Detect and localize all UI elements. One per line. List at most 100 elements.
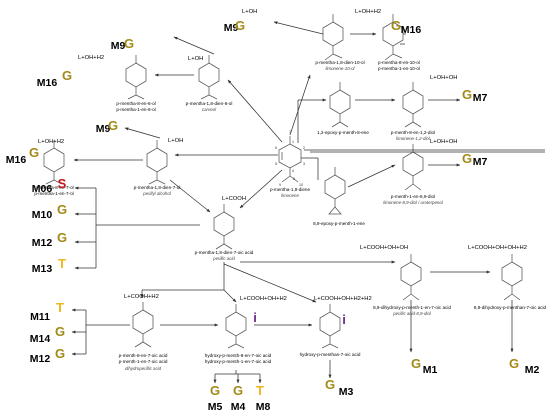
reaction-label: L+COOH+OH+OH (360, 245, 408, 251)
tag-glucuronide: G (55, 346, 65, 361)
metabolite-M9: M9 (224, 22, 239, 34)
tag-glucuronide: G (108, 118, 118, 133)
menthan-acid-structure (319, 304, 341, 349)
compound-common-name: perillyl alcohol (142, 191, 172, 196)
metabolite-M12: M12 (30, 353, 51, 365)
compound-name: p-menth-8-en-1,2-diol (391, 130, 435, 135)
compound-name: p-menth-1-en-7-oic acid (119, 359, 168, 364)
mentha-7-ol-structure (43, 140, 65, 185)
metabolite-labels: M9 M16 M9 M16 M9 M16 M7 M7 M06 M10 M12 M… (6, 22, 540, 413)
tag-glucuronide: G (124, 36, 134, 51)
reaction-label: L+COOH+OH+H2 (240, 296, 287, 302)
limonene-structure (278, 136, 302, 183)
reaction-label: L+OH+H2 (355, 9, 381, 15)
metabolite-M2: M2 (525, 364, 540, 376)
tag-glucuronide: G (462, 87, 472, 102)
compound-common-name: dihydroperillic acid (125, 366, 162, 371)
atom-number: 8 (293, 177, 295, 181)
compound-name: p-mentha-1-en-10-ol (378, 66, 420, 71)
tag-taurine: T (256, 383, 264, 398)
compound-name: p-menth-8-en-7-oic acid (119, 353, 168, 358)
compound-name: p-mentha-1-en-7-ol (34, 191, 73, 196)
atom-number: 9 (279, 183, 281, 187)
limonene-1-2-diol-structure (402, 82, 424, 128)
reaction-label: L+COOH (222, 196, 246, 202)
compound-name: p-mentha-1,8-dien-7-oic acid (195, 250, 254, 255)
tag-glucuronide: G (462, 151, 472, 166)
metabolite-M06: M06 (32, 183, 53, 195)
molecule-structures (43, 14, 523, 349)
atom-number: 3 (303, 162, 305, 166)
compound-common-name: limonene-8,9-diol / uroterpenol (383, 200, 444, 205)
metabolite-M4: M4 (231, 401, 246, 413)
tag-glucuronide: G (29, 145, 39, 160)
metabolite-M13: M13 (32, 263, 53, 275)
compound-name: p-mentha-1,8-dien-7-ol (134, 185, 181, 190)
tag-glucuronide: G (391, 18, 401, 33)
metabolite-M3: M3 (339, 386, 354, 398)
compound-name: p-mentha-1,8-diene (270, 187, 311, 192)
epoxy-8-9-structure (324, 167, 346, 215)
tag-glucuronide: G (57, 202, 67, 217)
compound-common-name: carveol (202, 107, 217, 112)
atom-number: 5 (275, 162, 277, 166)
compound-common-name: limonene (281, 193, 299, 198)
metabolite-M14: M14 (30, 333, 51, 345)
compound-common-name: limonene-10-ol (325, 66, 355, 71)
conjugate-tags: G G G G G G G G S G G T G G T G G G G T … (29, 18, 519, 398)
reaction-label: L+OH (168, 138, 183, 144)
limonene-atom-numbers: 7 1 2 3 4 5 6 8 9 10 (275, 130, 305, 187)
compound-name: p-mentha-1,8-dien-10-ol (315, 60, 364, 65)
compound-name: p-mentha-8-en-6-ol (116, 101, 155, 106)
atom-number: 4 (292, 169, 294, 173)
atom-number: 10 (299, 183, 303, 187)
metabolite-M9: M9 (111, 40, 126, 52)
mentha-6-ol-structure (125, 55, 147, 100)
hydroxy-acid-structure (225, 304, 247, 349)
compound-captions: p-mentha-1,8-dien-10-ol limonene-10-ol p… (34, 60, 546, 371)
compound-name: hydroxy-p-menth-1-en-7-oic acid (205, 359, 272, 364)
compound-name: p-mentha-8-en-10-ol (378, 60, 420, 65)
metabolite-M1: M1 (423, 364, 438, 376)
metabolite-M7: M7 (473, 156, 488, 168)
perillic-acid-structure (213, 204, 235, 250)
pathway-arrows (71, 21, 545, 384)
compound-common-name: perillic acid (212, 256, 235, 261)
atom-number: 7 (289, 130, 291, 134)
compound-name: p-menth-1-en-8,9-diol (391, 194, 435, 199)
metabolite-M5: M5 (208, 401, 223, 413)
tag-glucuronide: G (233, 383, 243, 398)
compound-name: hydroxy-p-menth-8-en-7-oic acid (205, 353, 272, 358)
perillyl-alcohol-structure (146, 140, 168, 185)
tag-isomer: i (342, 312, 346, 327)
tag-glucuronide: G (509, 356, 519, 371)
limonene-10-ol-structure (322, 14, 344, 61)
metabolite-M16: M16 (401, 24, 422, 36)
compound-name: p-mentha-1,8-dien-6-ol (186, 101, 233, 106)
compound-name: hydroxy-p-menthan-7-oic acid (300, 352, 361, 357)
reaction-label: L+COOH+OH+H2+H2 (314, 296, 372, 302)
tag-isomer: i (253, 310, 257, 325)
compound-name: 1,2-epoxy-p-menth-8-ene (317, 130, 369, 135)
compound-name: p-mentha-1-en-6-ol (116, 107, 155, 112)
atom-number: 2 (303, 146, 305, 150)
tag-sulfate: S (58, 176, 67, 191)
reaction-label: L+OH+H2 (38, 139, 64, 145)
metabolite-M7: M7 (473, 92, 488, 104)
atom-number: 6 (275, 146, 277, 150)
reaction-label: L+OH+OH (430, 75, 457, 81)
tag-taurine: T (56, 300, 64, 315)
mentha-10-ol-structure (382, 14, 404, 61)
metabolite-M16: M16 (37, 77, 58, 89)
compound-name: 8,9-dihydroxy-p-menthan-7-oic acid (474, 305, 547, 310)
atom-number: 1 (292, 140, 294, 144)
tag-glucuronide: G (411, 356, 421, 371)
compound-name: 8,9-epoxy-p-menth-1-ene (313, 221, 365, 226)
reaction-label: L+COOH+H2 (124, 294, 159, 300)
tag-glucuronide: G (210, 383, 220, 398)
metabolite-M10: M10 (32, 209, 53, 221)
compound-common-name: limonene-1,2-diol (396, 136, 431, 141)
compound-name: p-mentha-8-en-7-ol (34, 185, 73, 190)
metabolite-M8: M8 (256, 401, 271, 413)
limonene-8-9-diol-structure (402, 144, 424, 191)
